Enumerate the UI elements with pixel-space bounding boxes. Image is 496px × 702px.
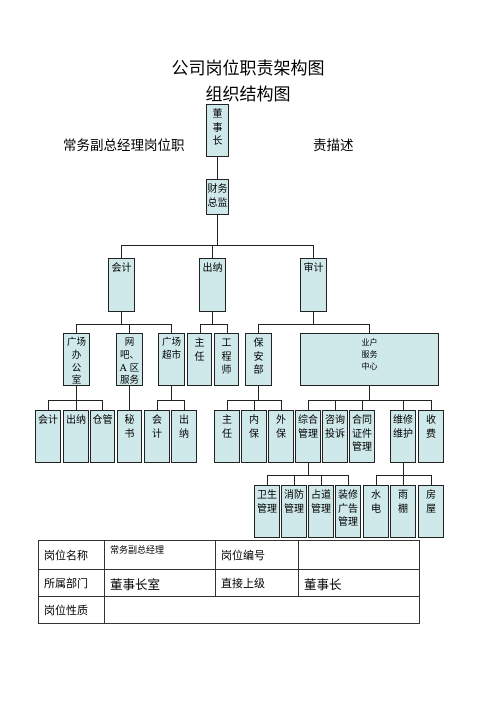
org-box-engineer: 工 程 师 — [214, 333, 239, 386]
org-box-cfo: 财务 总监 — [206, 179, 229, 215]
org-box-market-cashier: 出 纳 — [171, 410, 197, 463]
document-subtitle: 组织结构图 — [205, 85, 291, 105]
org-box-market-accountant: 会 计 — [144, 410, 170, 463]
org-box-fire-safety: 消防 管理 — [281, 485, 307, 538]
org-box-director: 主 任 — [187, 333, 212, 386]
org-box-fee-collection: 收 费 — [418, 410, 444, 463]
org-box-secretary: 秘 书 — [117, 410, 142, 463]
org-box-internet-cafe: 网 吧、 A 区 服务 — [116, 333, 143, 386]
department-label: 所属部门 — [38, 569, 105, 597]
org-box-office-storekeeper: 仓管 — [90, 410, 115, 463]
post-name-label: 岗位名称 — [38, 540, 105, 570]
org-box-sanitation: 卫生 管理 — [254, 485, 280, 538]
department-value: 董事长室 — [104, 569, 216, 597]
org-box-audit: 审计 — [300, 258, 327, 312]
org-box-board-chairman: 董 事 长 — [206, 104, 229, 157]
side-text-left: 常务副总经理岗位职 — [63, 138, 185, 154]
org-box-housing: 房 屋 — [418, 485, 444, 538]
post-code-value — [298, 540, 420, 570]
document-title: 公司岗位职责架构图 — [171, 59, 325, 79]
org-box-decoration-ads: 装修 广告 管理 — [335, 485, 361, 538]
superior-value: 董事长 — [298, 569, 420, 597]
org-box-general-management: 综合 管理 — [295, 410, 321, 463]
org-box-plaza-office: 广场 办 公 室 — [63, 333, 90, 386]
org-box-security-dept: 保 安 部 — [245, 333, 272, 386]
org-box-office-accountant: 会计 — [35, 410, 61, 463]
org-box-external-security: 外 保 — [268, 410, 294, 463]
superior-label: 直接上级 — [215, 569, 299, 597]
org-box-internal-security: 内 保 — [241, 410, 267, 463]
job-info-table: 岗位名称 常务副总经理 岗位编号 所属部门 董事长室 直接上级 董事长 岗位性质 — [38, 540, 420, 624]
org-box-security-director: 主 任 — [214, 410, 240, 463]
post-name-value: 常务副总经理 — [104, 540, 216, 570]
org-box-accounting: 会计 — [108, 258, 135, 312]
org-box-awning: 雨 棚 — [390, 485, 416, 538]
post-code-label: 岗位编号 — [215, 540, 299, 570]
org-box-complaints: 咨询 投诉 — [322, 410, 348, 463]
org-box-water-power: 水 电 — [363, 485, 389, 538]
org-box-maintenance: 维修 维护 — [390, 410, 416, 463]
side-text-right: 责描述 — [313, 138, 354, 154]
org-box-service-center: 业户 服务 中心 — [300, 333, 439, 386]
org-box-office-cashier: 出纳 — [63, 410, 89, 463]
post-nature-value — [104, 596, 420, 624]
org-box-road-occupancy: 占道 管理 — [308, 485, 334, 538]
org-box-cashier: 出纳 — [199, 258, 226, 312]
post-nature-label: 岗位性质 — [38, 596, 105, 624]
org-box-contract-management: 合同 证件 管理 — [349, 410, 375, 463]
org-box-plaza-market: 广场 超市 — [158, 333, 185, 386]
